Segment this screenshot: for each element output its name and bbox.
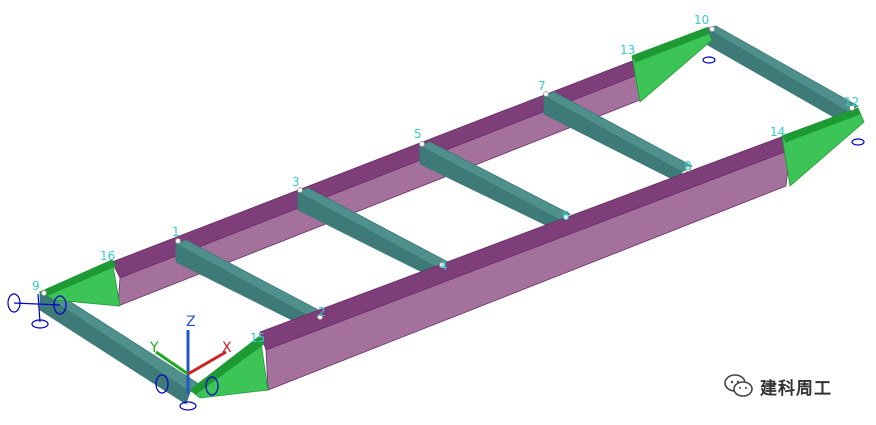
- end-beam-left[interactable]: [38, 289, 203, 405]
- front-beam-top-face: [259, 135, 791, 351]
- node-label-8: 8: [684, 159, 692, 173]
- node-label-6: 6: [562, 209, 570, 223]
- node-label-2: 2: [318, 305, 326, 319]
- watermark: 建科周工: [724, 372, 832, 400]
- end-beam-top-face: [704, 25, 859, 113]
- gusset-edge: [631, 27, 709, 63]
- support-node-12[interactable]: [851, 138, 865, 146]
- gusset-edge: [781, 107, 861, 143]
- front-beam-side-face: [265, 149, 791, 391]
- node-labels: 1 2 3 4 5 6 7 8 9 10 12 13 14 15 16: [32, 13, 859, 345]
- cross-beam-5-6[interactable]: [419, 141, 571, 231]
- node-label-13: 13: [620, 43, 635, 57]
- watermark-text: 建科周工: [760, 378, 832, 399]
- cross-beam-3-4[interactable]: [297, 187, 449, 279]
- coordinate-axes: Z Y X: [149, 314, 232, 394]
- joint-markers: [41, 26, 855, 320]
- axis-y-label: Y: [149, 340, 159, 356]
- node-label-9: 9: [32, 279, 40, 293]
- support-node-origin[interactable]: [155, 374, 219, 411]
- axis-y-line: [155, 350, 189, 376]
- end-beam-top-face: [38, 289, 203, 393]
- node-label-14: 14: [770, 125, 785, 139]
- support-node-10[interactable]: [702, 56, 716, 64]
- node-label-12: 12: [844, 95, 859, 109]
- axis-z-label: Z: [186, 314, 196, 330]
- node-label-16: 16: [100, 249, 115, 263]
- gusset-face: [781, 107, 865, 187]
- end-beam-right[interactable]: [704, 25, 859, 125]
- node-label-10: 10: [694, 13, 709, 27]
- gusset-back-left[interactable]: [39, 259, 121, 307]
- axis-x-label: X: [222, 340, 232, 356]
- gusset-front-right[interactable]: [781, 107, 865, 187]
- node-label-15: 15: [250, 331, 265, 345]
- cross-beam-side-face: [175, 243, 317, 331]
- support-node-9[interactable]: [7, 293, 67, 329]
- node-label-3: 3: [292, 175, 300, 189]
- node-label-4: 4: [440, 259, 448, 273]
- node-label-5: 5: [414, 127, 422, 141]
- node-label-1: 1: [172, 225, 180, 239]
- gusset-face: [631, 27, 713, 103]
- axis-x-line: [187, 350, 227, 376]
- wechat-icon: [724, 374, 753, 397]
- gusset-back-right[interactable]: [631, 27, 713, 103]
- node-label-7: 7: [538, 79, 546, 93]
- end-beam-side-face: [705, 27, 849, 125]
